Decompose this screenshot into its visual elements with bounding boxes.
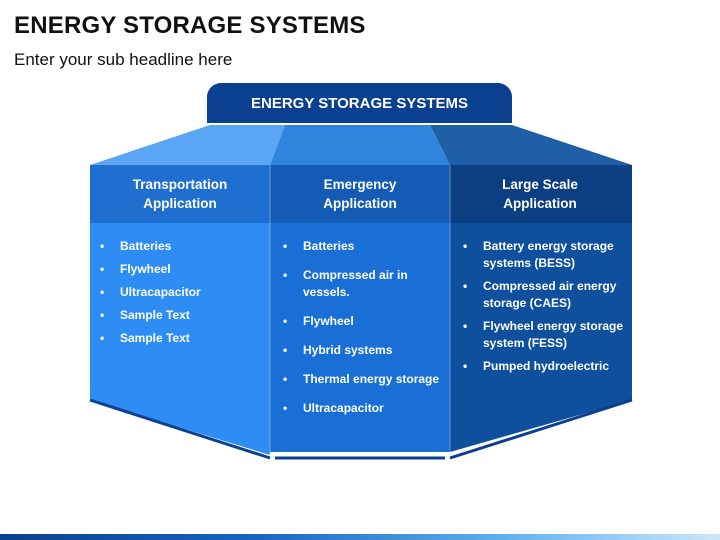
list-item: Sample Text: [90, 307, 265, 324]
list-item: Compressed air energy storage (CAES): [453, 278, 625, 312]
list-emergency: Batteries Compressed air in vessels. Fly…: [273, 238, 445, 417]
diagram-header: ENERGY STORAGE SYSTEMS: [207, 83, 512, 123]
list-item: Thermal energy storage: [273, 371, 445, 388]
list-item: Flywheel: [90, 261, 265, 278]
list-item: Flywheel: [273, 313, 445, 330]
list-item: Pumped hydroelectric: [453, 358, 625, 375]
base-line-left: [89, 398, 271, 460]
heading-band-middle: [270, 165, 450, 223]
roof-middle: [270, 125, 450, 165]
list-item: Hybrid systems: [273, 342, 445, 359]
list-item: Battery energy storage systems (BESS): [453, 238, 625, 272]
roof-right: [430, 125, 632, 165]
list-item: Flywheel energy storage system (FESS): [453, 318, 625, 352]
base-line-right: [449, 398, 633, 460]
column-heading-large-scale: Large Scale Application: [502, 177, 578, 211]
list-item: Compressed air in vessels.: [273, 267, 445, 301]
column-heading-emergency: Emergency Application: [323, 177, 397, 211]
list-item: Ultracapacitor: [90, 284, 265, 301]
heading-band-left: [90, 165, 270, 223]
column-heading-transportation: Transportation Application: [132, 177, 228, 211]
page-title: ENERGY STORAGE SYSTEMS: [14, 12, 366, 39]
page-subtitle: Enter your sub headline here: [14, 50, 233, 69]
list-item: Batteries: [273, 238, 445, 255]
footer-gradient-bar: [0, 534, 720, 540]
heading-band-right: [450, 165, 632, 223]
roof-left: [90, 125, 285, 165]
list-item: Batteries: [90, 238, 265, 255]
list-transportation: Batteries Flywheel Ultracapacitor Sample…: [90, 238, 265, 347]
list-item: Sample Text: [90, 330, 265, 347]
list-large-scale: Battery energy storage systems (BESS) Co…: [453, 238, 625, 375]
list-item: Ultracapacitor: [273, 400, 445, 417]
